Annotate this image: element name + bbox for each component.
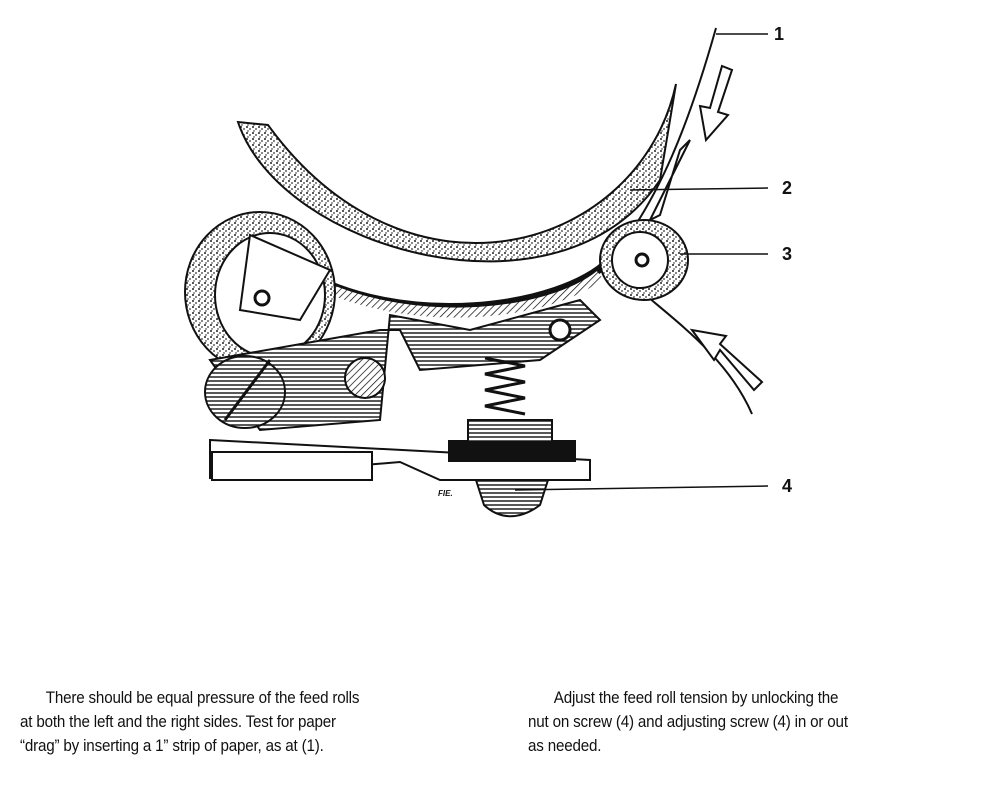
callout-3: 3 (782, 244, 792, 264)
callout-2: 2 (782, 178, 792, 198)
tension-spring (484, 356, 526, 416)
callout-4: 4 (782, 476, 792, 496)
right-line-1: Adjust the feed roll tension by unlockin… (553, 689, 839, 707)
lock-nut (448, 440, 576, 462)
left-line-1: There should be equal pressure of the fe… (45, 689, 360, 707)
callout-1: 1 (774, 24, 784, 44)
pressure-lever (208, 298, 602, 432)
arrow-down-icon (698, 64, 734, 143)
platen-roller (236, 83, 677, 263)
right-line-3: as needed. (528, 737, 602, 755)
right-line-2: nut on screw (4) and adjusting screw (4)… (528, 713, 848, 731)
feed-roll-diagram: 1 2 3 4 FIE. (184, 24, 792, 518)
left-paragraph: There should be equal pressure of the fe… (20, 686, 359, 758)
right-paragraph: Adjust the feed roll tension by unlockin… (528, 686, 848, 758)
left-line-3: “drag” by inserting a 1” strip of paper,… (20, 737, 324, 755)
arrow-up-left-icon (689, 328, 764, 392)
left-line-2: at both the left and the right sides. Te… (20, 713, 336, 731)
artist-mark: FIE. (438, 489, 453, 498)
adjusting-screw (474, 479, 550, 518)
